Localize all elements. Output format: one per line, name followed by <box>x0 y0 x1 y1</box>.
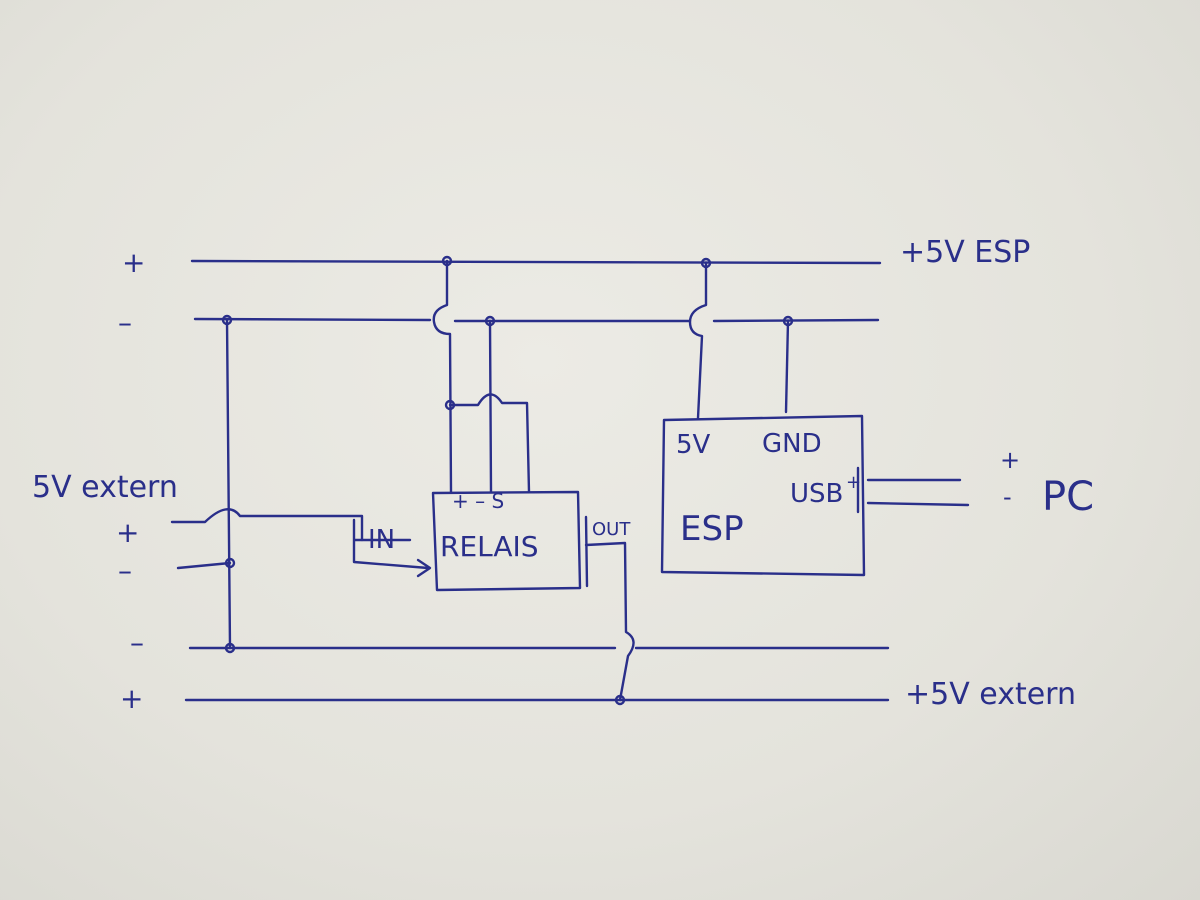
wire-extern-minus <box>176 561 232 570</box>
rail-plus-5v-esp <box>190 259 882 265</box>
out-bracket <box>584 515 589 588</box>
relay-box <box>431 490 582 592</box>
label-esp-usb: USB <box>790 479 843 509</box>
junction-dot <box>224 557 236 569</box>
wire-in-arrow <box>352 518 430 570</box>
junction-dot <box>444 399 456 411</box>
label-extern-minus: – <box>118 554 132 587</box>
wire-extern-plus-to-in <box>170 508 364 542</box>
junction-dot <box>484 315 496 327</box>
label-left-minus-bottom: – <box>130 626 144 659</box>
wire-esp-gnd <box>784 319 790 414</box>
wire-relay-s-bridge <box>448 393 531 494</box>
arrow-head <box>416 558 432 578</box>
wire-usb-minus <box>866 501 970 507</box>
label-pc: PC <box>1042 474 1094 520</box>
wire-relay-plus <box>432 259 453 494</box>
label-esp-usb-plus: + <box>846 472 861 493</box>
rail-minus-esp <box>193 317 880 323</box>
junction-dot <box>441 255 453 267</box>
wire-left-vertical <box>225 318 232 650</box>
label-esp-name: ESP <box>680 509 744 549</box>
label-plus-5v-esp: +5V ESP <box>900 235 1030 270</box>
label-left-plus-bottom: + <box>120 682 143 715</box>
label-out: OUT <box>592 519 631 540</box>
label-extern-plus: + <box>116 516 139 549</box>
esp-box <box>660 414 866 577</box>
relay-out-wire <box>584 541 635 702</box>
label-esp-gnd: GND <box>762 429 822 459</box>
label-plus-5v-extern: +5V extern <box>905 677 1076 712</box>
junction-dot <box>224 642 236 654</box>
wire-relay-minus <box>488 319 493 494</box>
label-left-minus-top: – <box>118 306 132 339</box>
label-pc-plus: + <box>1000 446 1020 474</box>
label-left-plus-top: + <box>122 246 145 279</box>
label-pc-minus: - <box>1003 483 1012 511</box>
junction-dot <box>614 694 626 706</box>
junction-dot <box>700 257 712 269</box>
label-esp-5v: 5V <box>676 430 711 460</box>
junction-dot <box>782 315 794 327</box>
label-in: IN <box>368 525 395 555</box>
label-relay-pins: + – S <box>452 489 504 513</box>
wire-esp-5v <box>688 261 708 420</box>
label-relay-name: RELAIS <box>440 530 539 563</box>
junction-dot <box>221 314 233 326</box>
label-5v-extern-left: 5V extern <box>32 470 178 505</box>
